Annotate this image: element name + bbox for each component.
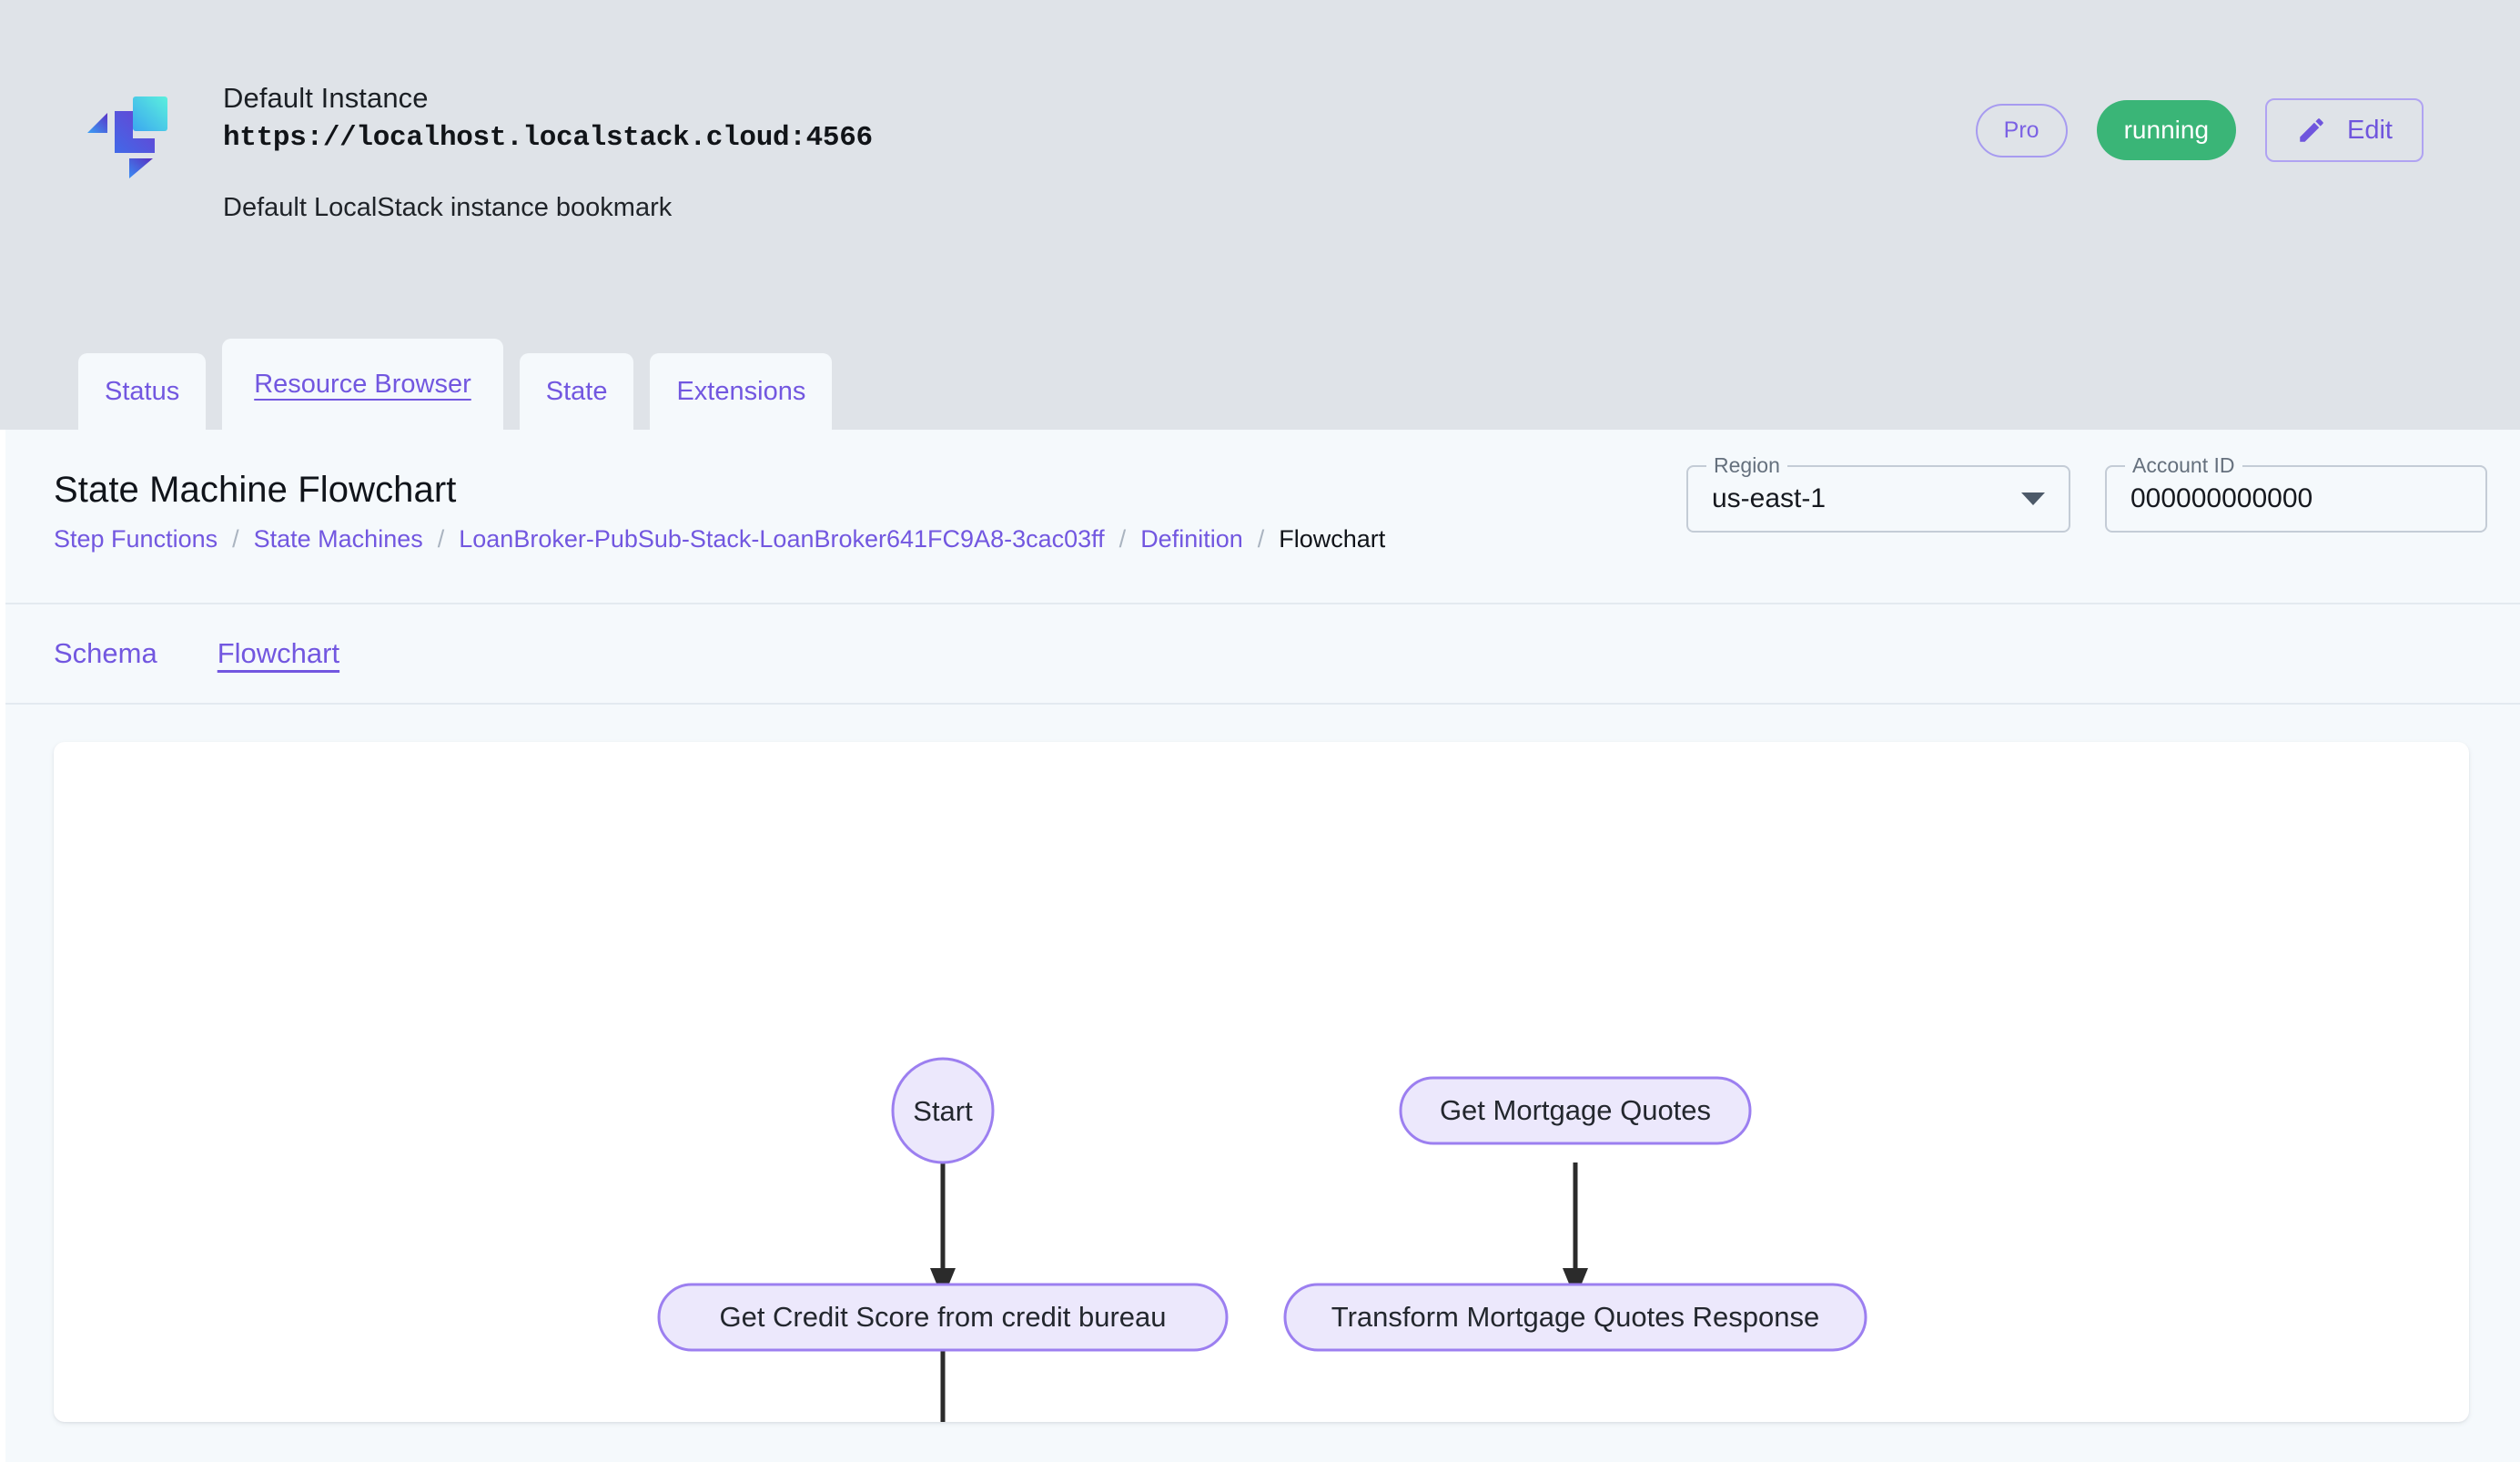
edge-start-to-credit <box>930 1162 956 1299</box>
breadcrumb-separator: / <box>437 525 445 553</box>
main-tab-bar: Status Resource Browser State Extensions <box>78 339 848 430</box>
chevron-down-icon <box>2021 492 2045 505</box>
localstack-logo-icon <box>82 87 177 182</box>
edit-button-label: Edit <box>2347 115 2393 145</box>
breadcrumb-item-step-functions[interactable]: Step Functions <box>54 525 218 553</box>
breadcrumb-separator: / <box>1257 525 1265 553</box>
region-select-label: Region <box>1706 452 1787 478</box>
account-id-label: Account ID <box>2125 452 2242 478</box>
sub-tab-flowchart[interactable]: Flowchart <box>217 637 340 669</box>
tab-extensions-label: Extensions <box>676 376 806 406</box>
breadcrumb-item-state-machines[interactable]: State Machines <box>253 525 423 553</box>
status-badge: running <box>2096 100 2237 160</box>
edge-quotes-to-transform <box>1563 1162 1588 1299</box>
page-title: State Machine Flowchart <box>54 470 457 510</box>
header-actions: Pro running Edit <box>1975 98 2424 162</box>
breadcrumb: Step Functions / State Machines / LoanBr… <box>54 525 1385 553</box>
account-id-field[interactable]: Account ID 000000000000 <box>2105 452 2487 533</box>
tab-status-label: Status <box>105 376 180 406</box>
flow-node-get-mortgage-quotes-label: Get Mortgage Quotes <box>1440 1094 1711 1126</box>
page-header: State Machine Flowchart Step Functions /… <box>5 430 2520 604</box>
region-select-value: us-east-1 <box>1712 483 1827 513</box>
tab-resource-browser-label: Resource Browser <box>254 369 471 399</box>
breadcrumb-item-flowchart: Flowchart <box>1279 525 1386 553</box>
sub-tab-bar: Schema Flowchart <box>5 604 2520 705</box>
breadcrumb-separator: / <box>232 525 239 553</box>
flowchart-canvas[interactable]: Start Get Credit Score from credit burea… <box>54 742 2469 1422</box>
tab-resource-browser[interactable]: Resource Browser <box>222 339 503 430</box>
region-select[interactable]: Region us-east-1 <box>1686 452 2070 533</box>
context-selectors: Region us-east-1 Account ID 000000000000 <box>1686 452 2487 533</box>
flow-node-get-credit-score[interactable]: Get Credit Score from credit bureau <box>657 1283 1229 1352</box>
tab-extensions[interactable]: Extensions <box>650 353 833 430</box>
pencil-icon <box>2296 115 2327 146</box>
instance-header: Default Instance https://localhost.local… <box>0 0 2520 430</box>
flow-node-get-credit-score-label: Get Credit Score from credit bureau <box>719 1301 1166 1333</box>
account-id-value: 000000000000 <box>2130 483 2313 513</box>
tab-state-label: State <box>545 376 608 406</box>
breadcrumb-item-definition[interactable]: Definition <box>1140 525 1243 553</box>
breadcrumb-item-state-machine-name[interactable]: LoanBroker-PubSub-Stack-LoanBroker641FC9… <box>459 525 1105 553</box>
instance-name: Default Instance <box>223 82 429 114</box>
flow-node-transform-mortgage-quotes-response-label: Transform Mortgage Quotes Response <box>1331 1301 1819 1333</box>
flow-node-transform-mortgage-quotes-response[interactable]: Transform Mortgage Quotes Response <box>1283 1283 1867 1352</box>
instance-endpoint: https://localhost.localstack.cloud:4566 <box>223 122 873 154</box>
flow-node-get-mortgage-quotes[interactable]: Get Mortgage Quotes <box>1399 1076 1752 1145</box>
instance-description: Default LocalStack instance bookmark <box>223 193 673 222</box>
edit-button[interactable]: Edit <box>2265 98 2424 162</box>
flow-node-start[interactable]: Start <box>891 1057 995 1164</box>
sub-tab-schema[interactable]: Schema <box>54 637 157 669</box>
breadcrumb-separator: / <box>1118 525 1127 553</box>
pro-badge[interactable]: Pro <box>1975 103 2068 157</box>
state-machine-flowchart: Start Get Credit Score from credit burea… <box>657 1057 1867 1422</box>
content-panel: State Machine Flowchart Step Functions /… <box>5 430 2520 1462</box>
flow-node-start-label: Start <box>913 1095 973 1127</box>
tab-state[interactable]: State <box>519 353 634 430</box>
tab-status[interactable]: Status <box>78 353 207 430</box>
instance-summary: Default Instance https://localhost.local… <box>82 80 873 224</box>
edge-credit-to-request <box>940 1350 946 1422</box>
